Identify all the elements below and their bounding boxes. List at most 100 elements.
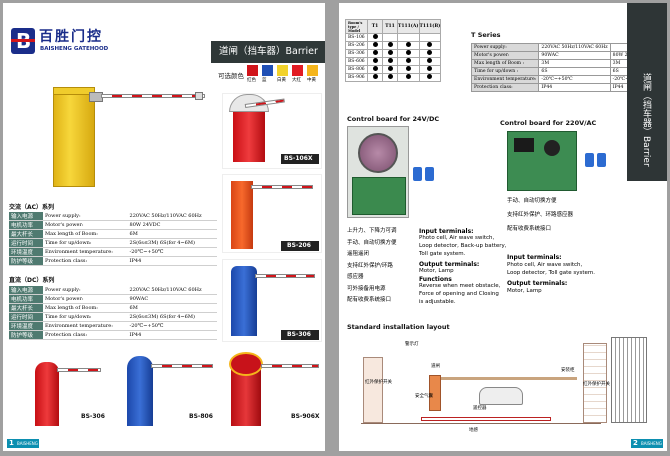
availability-dot (387, 42, 393, 47)
dc-functions-title: Functions (419, 276, 452, 283)
text-line: 可外接备用电源 (347, 285, 386, 292)
availability-dot (372, 66, 378, 71)
availability-cell (367, 49, 383, 58)
left-page-number: 1 (9, 439, 14, 447)
availability-cell (367, 33, 383, 42)
availability-cell (397, 33, 420, 42)
barrier-bs306-image-top: BS-306 (222, 259, 322, 342)
model-label-bs106x: BS-106X (284, 155, 313, 162)
column-header: T1 (367, 19, 383, 34)
color-swatch (247, 65, 258, 76)
model-cell: BS-306 (345, 49, 368, 58)
t-series-cell: -20℃~+50℃ (538, 75, 611, 84)
spec-cell: 2S(6s≤3M) 6S(for 4~6M) (127, 238, 217, 249)
model-label-bs906x: BS-906X (291, 413, 320, 420)
spec-cell: 电机功率 (9, 220, 43, 231)
color-swatch (262, 65, 273, 76)
text-line: 配有收费系统接口 (507, 226, 552, 232)
dc-output-text: Motor, Lamp (419, 268, 454, 274)
layout-title: Standard installation layout (347, 323, 450, 331)
availability-dot (372, 74, 378, 79)
color-swatch-label: 中黄 (307, 78, 316, 83)
availability-cell (382, 65, 398, 74)
spec-cell: Motor's power: (43, 294, 128, 305)
availability-cell (418, 65, 442, 74)
model-label-bs206: BS-206 (287, 242, 311, 249)
table-row: BS-206 (345, 41, 442, 50)
t-series-cell: IP44 (538, 83, 611, 92)
spec-cell: Power supply: (43, 286, 128, 296)
spec-cell: 防护等级 (9, 330, 43, 341)
availability-cell (418, 33, 442, 42)
spec-cell: Protection class: (43, 256, 128, 267)
t-series-row: Power supply:220VAC 50Hz/110VAC 60Hz (470, 43, 647, 52)
barrier-bs906x-image: BS-906X (217, 348, 323, 430)
availability-cell (367, 57, 383, 66)
availability-cell (397, 65, 420, 74)
spec-cell: 220VAC 50Hz/110VAC 60Hz (127, 212, 217, 222)
availability-dot (387, 74, 393, 79)
t-series-cell: Max length of Boom : (470, 59, 540, 68)
table-row: BS-806 (345, 65, 442, 74)
side-tab: 道闸（挡车器）Barrier (627, 3, 667, 181)
ac-series-heading: 交流（AC）系列 (9, 204, 55, 211)
ac-output-text: Motor, Lamp (507, 288, 542, 294)
dc-series-heading: 直流（DC）系列 (9, 277, 55, 284)
spec-cell: 6M (127, 229, 217, 240)
text-line: 手动、自动切换方便 (347, 239, 397, 246)
layout-loop: 地感 (469, 428, 478, 433)
color-swatch (307, 65, 318, 76)
brand-logo: B (11, 28, 35, 54)
model-cell: BS-106 (345, 33, 368, 42)
text-line: 支持红外保护、环路感应器 (507, 212, 574, 218)
availability-dot (387, 50, 393, 55)
ac-control-board-image (507, 131, 577, 191)
model-label-bs806: BS-806 (189, 413, 213, 420)
layout-gate: 道闸 (431, 364, 440, 369)
column-header: T111(B) (418, 19, 442, 34)
layout-ir-right: 红外保护开关 (583, 382, 610, 387)
spec-cell: Protection class: (43, 330, 128, 341)
dc-control-board-image (347, 126, 409, 218)
availability-cell (418, 57, 442, 66)
spec-cell: Max length of Boom: (43, 303, 128, 314)
left-page: B 百胜门控 BAISHENG GATEHOOD 道闸（挡车器）Barrier … (3, 3, 325, 451)
text-line: Photo cell, Air wave switch, (507, 262, 583, 268)
spec-cell: 90WAC (127, 294, 217, 305)
color-swatch-label: 红色 (247, 78, 256, 83)
spec-cell: 6M (127, 303, 217, 314)
spec-cell: 2S(6s≤3M) 6S(for 4~6M) (127, 312, 217, 323)
text-line: is adjustable. (419, 299, 456, 305)
text-line: Loop detector, Back-up battery, (419, 243, 507, 249)
layout-safety: 安全气囊 (415, 394, 433, 399)
spec-cell: Power supply: (43, 212, 128, 222)
color-swatch (277, 65, 288, 76)
availability-cell (397, 73, 420, 82)
availability-cell (367, 41, 383, 50)
ac-input-title: Input terminals: (507, 254, 562, 261)
t-series-cell: Time for up/down : (470, 67, 540, 76)
layout-warning-light: 警示灯 (405, 342, 419, 347)
layout-ir-left: 红外保护开关 (365, 380, 392, 385)
t-series-cell: 3M (538, 59, 611, 68)
board-dc-title: Control board for 24V/DC (347, 115, 440, 123)
availability-dot (387, 58, 393, 63)
text-line: Force of opening and Closing (419, 291, 499, 297)
dc-output-title: Output terminals: (419, 261, 480, 268)
availability-cell (397, 41, 420, 50)
side-tab-text: 道闸（挡车器）Barrier (641, 73, 651, 167)
availability-dot (372, 34, 378, 39)
barrier-bs306-image-bottom: BS-306 (9, 348, 105, 430)
t-series-row: Environment temperature:-20℃~+50℃-20℃~+5… (470, 75, 647, 84)
spec-cell: Motor's power: (43, 220, 128, 231)
brand-name-en: BAISHENG GATEHOOD (40, 46, 109, 52)
t-series-cell: 90WAC (538, 51, 611, 60)
